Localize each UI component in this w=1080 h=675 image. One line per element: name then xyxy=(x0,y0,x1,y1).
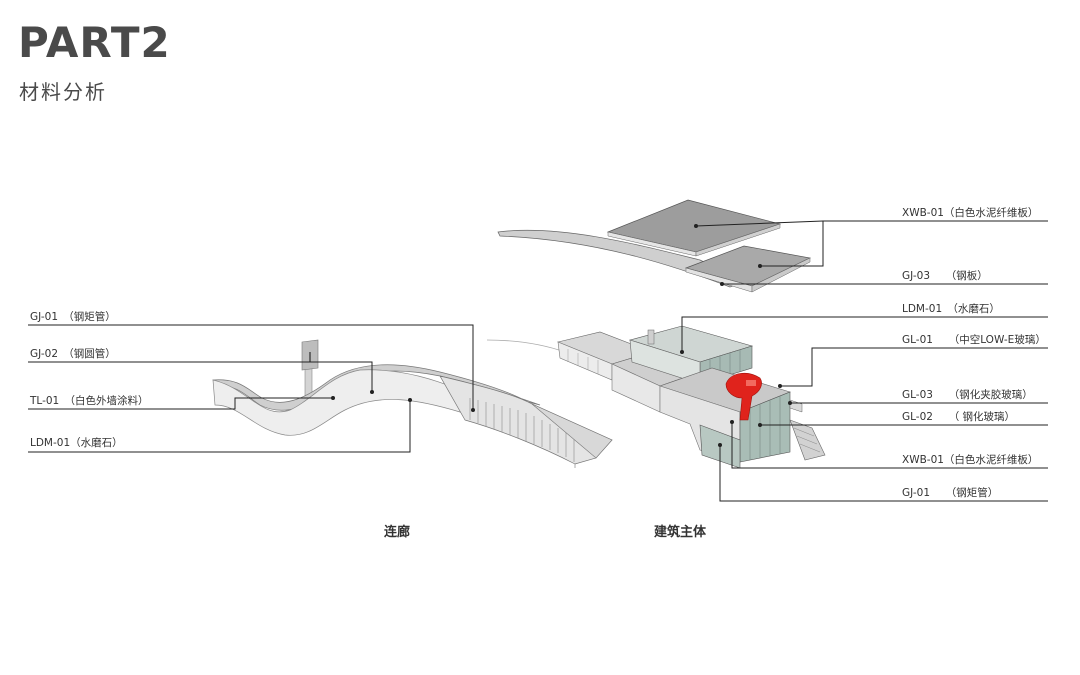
label-gj-01: GJ-01 （钢矩管） xyxy=(30,310,116,323)
caption-building: 建筑主体 xyxy=(654,524,707,540)
label-ldm-01-building: LDM-01 （水磨石） xyxy=(902,303,1000,315)
label-xwb-01-roof: XWB-01（白色水泥纤维板） xyxy=(902,206,1038,219)
label-gj-01-building: GJ-01 （钢矩管） xyxy=(902,486,998,499)
leader-lines xyxy=(28,220,1048,502)
label-gl-03: GL-03 （钢化夹胶玻璃） xyxy=(902,388,1033,401)
left-material-labels: GJ-01 （钢矩管） GJ-02 （钢圆管） TL-01 （白色外墙涂料） L… xyxy=(29,310,148,449)
label-gj-03: GJ-03 （钢板） xyxy=(902,269,988,282)
caption-corridor: 连廊 xyxy=(384,524,410,540)
highlight-red-element xyxy=(725,372,762,421)
page-title: PART2 xyxy=(18,18,171,67)
page-subtitle: 材料分析 xyxy=(19,80,107,104)
label-xwb-01-wall: XWB-01（白色水泥纤维板） xyxy=(902,453,1038,466)
label-tl-01: TL-01 （白色外墙涂料） xyxy=(29,394,148,407)
building-model xyxy=(486,325,826,469)
label-ldm-01: LDM-01（水磨石） xyxy=(30,437,123,449)
label-gj-02: GJ-02 （钢圆管） xyxy=(30,347,116,360)
label-gl-02: GL-02 （ 钢化玻璃） xyxy=(902,410,1015,423)
right-material-labels: XWB-01（白色水泥纤维板） GJ-03 （钢板） LDM-01 （水磨石） … xyxy=(902,206,1046,499)
roof-panels xyxy=(497,199,812,293)
corridor-model xyxy=(212,339,613,468)
corridor-wall-face xyxy=(212,369,471,436)
label-gl-01: GL-01 （中空LOW-E玻璃） xyxy=(902,333,1046,346)
walkway-slats xyxy=(469,398,575,462)
leader-dots xyxy=(331,224,792,447)
